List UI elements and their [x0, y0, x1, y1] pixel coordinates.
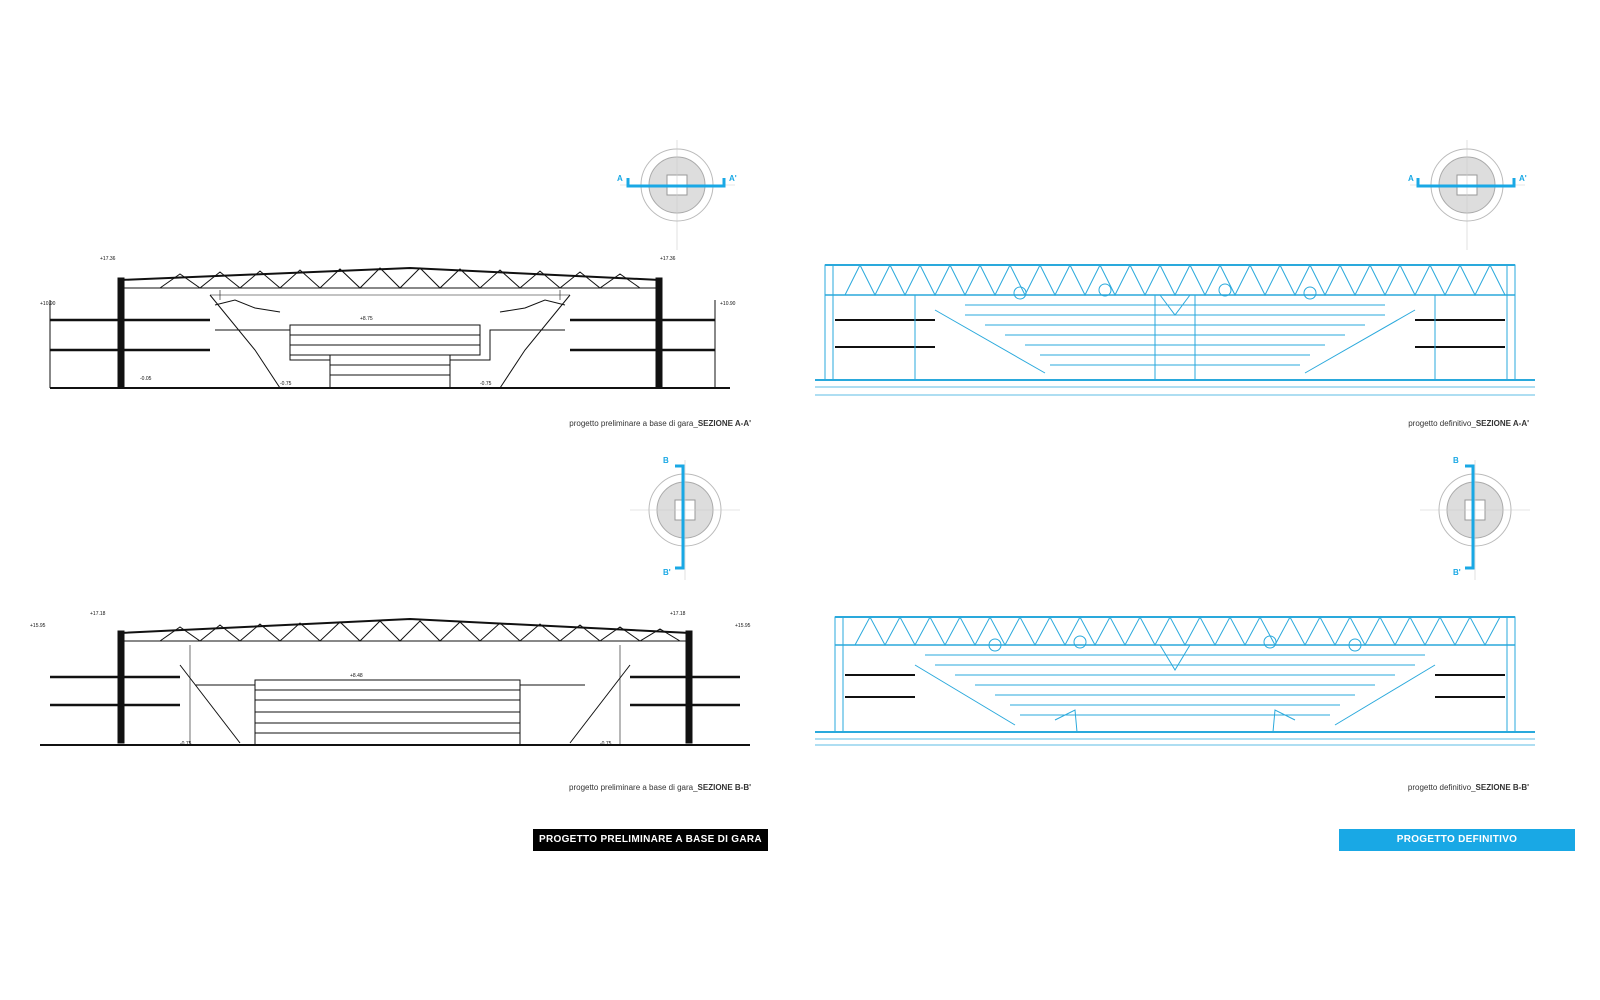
key-label-top: B	[1453, 456, 1459, 465]
svg-text:+17.36: +17.36	[660, 256, 676, 262]
caption-prefix: progetto preliminare a base di gara_	[569, 783, 698, 792]
caption-section-b-preliminary: progetto preliminare a base di gara_SEZI…	[569, 783, 751, 792]
section-drawing-preliminary-a: +17.36 +17.36 +10.90 +10.90 +8.75 -0.75 -0.…	[40, 256, 736, 389]
svg-text:+10.90: +10.90	[40, 301, 56, 307]
section-drawing-definitivo-b	[815, 615, 1535, 746]
key-label-bottom: B'	[1453, 568, 1461, 577]
svg-text:+17.36: +17.36	[100, 256, 116, 262]
svg-text:-0.75: -0.75	[180, 741, 192, 747]
badge-preliminare: PROGETTO PRELIMINARE A BASE DI GARA	[533, 829, 768, 851]
caption-section-b-definitivo: progetto definitivo_SEZIONE B-B'	[1408, 783, 1529, 792]
svg-text:-0.05: -0.05	[140, 376, 152, 382]
caption-section: SEZIONE B-B'	[1475, 783, 1529, 792]
svg-text:+10.90: +10.90	[720, 301, 736, 307]
caption-section: SEZIONE A-A'	[697, 419, 751, 428]
caption-section-a-preliminary: progetto preliminare a base di gara_SEZI…	[569, 419, 751, 428]
key-plan-b-definitivo	[1420, 460, 1530, 580]
svg-text:+17.18: +17.18	[90, 611, 106, 617]
key-label-left: A	[1408, 174, 1414, 183]
key-label-right: A'	[1519, 174, 1527, 183]
section-drawing-definitivo-a	[815, 263, 1535, 396]
key-label-bottom: B'	[663, 568, 671, 577]
caption-section: SEZIONE B-B'	[697, 783, 751, 792]
caption-prefix: progetto definitivo_	[1407, 783, 1476, 792]
svg-text:-0.75: -0.75	[600, 741, 612, 747]
caption-section-a-definitivo: progetto definitivo_SEZIONE A-A'	[1408, 419, 1529, 428]
caption-section: SEZIONE A-A'	[1475, 419, 1529, 428]
svg-text:-0.75: -0.75	[480, 381, 492, 387]
svg-text:+17.18: +17.18	[670, 611, 686, 617]
key-label-top: B	[663, 456, 669, 465]
svg-text:+15.95: +15.95	[30, 623, 46, 629]
section-drawing-preliminary-b: +17.18 +17.18 +15.95 +15.95 +8.48 -0.75 -0.…	[30, 611, 751, 747]
caption-prefix: progetto definitivo_	[1408, 419, 1476, 428]
key-label-right: A'	[729, 174, 737, 183]
badge-definitivo: PROGETTO DEFINITIVO	[1339, 829, 1575, 851]
key-plan-a-definitivo	[1410, 140, 1525, 250]
key-plan-b-preliminary	[630, 460, 740, 580]
caption-prefix: progetto preliminare a base di gara_	[569, 419, 698, 428]
svg-text:+8.48: +8.48	[350, 673, 363, 679]
svg-text:-0.75: -0.75	[280, 381, 292, 387]
key-label-left: A	[617, 174, 623, 183]
svg-text:+15.95: +15.95	[735, 623, 751, 629]
key-plan-a-preliminary	[620, 140, 735, 250]
svg-text:+8.75: +8.75	[360, 316, 373, 322]
